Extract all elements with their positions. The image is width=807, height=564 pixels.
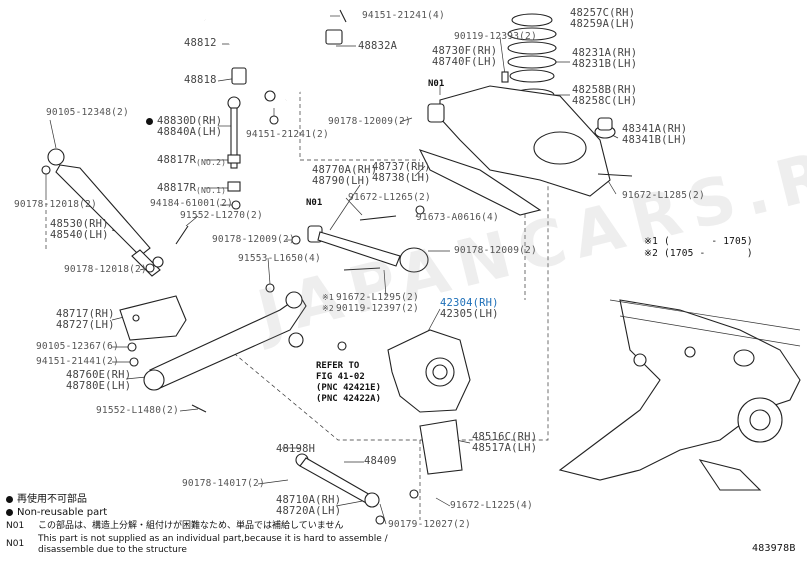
label-94151-21241-4: 94151-21241(4) bbox=[362, 10, 445, 21]
label-48780e: 48780E(LH) bbox=[66, 380, 132, 392]
date-note-2: ※2 (1705 - ) bbox=[644, 248, 753, 259]
legend-n01-jp: この部品は、構造上分解・組付けが困難なため、単品では補給していません bbox=[38, 521, 344, 531]
diagram-id: 483978B bbox=[752, 543, 796, 554]
legend-n01-en2: disassemble due to the structure bbox=[38, 545, 187, 555]
label-48817r-no1: 48817R bbox=[157, 182, 197, 194]
label-48818: 48818 bbox=[184, 74, 217, 86]
label-mark1: ※1 bbox=[322, 293, 334, 302]
label-91552-l1270: 91552-L1270(2) bbox=[180, 210, 263, 221]
label-90105-12348: 90105-12348(2) bbox=[46, 107, 129, 118]
legend-n01-code-en: N01 bbox=[6, 539, 25, 549]
label-48738: 48738(LH) bbox=[372, 172, 431, 184]
label-94151-21441: 94151-21441(2) bbox=[36, 356, 119, 367]
label-48259a: 48259A(LH) bbox=[570, 18, 636, 30]
label-48257c: 48257C(RH) bbox=[570, 7, 636, 19]
assembly-overview bbox=[558, 299, 801, 491]
label-48817r-no2-note: (NO.2) bbox=[196, 158, 227, 167]
label-48516c: 48516C(RH) bbox=[472, 431, 538, 443]
spring-carrier bbox=[419, 419, 463, 475]
stabilizer-bar bbox=[204, 18, 343, 102]
label-94151-21241-2: 94151-21241(2) bbox=[246, 129, 329, 140]
coil-spring bbox=[507, 13, 557, 102]
label-48840a: 48840A(LH) bbox=[157, 126, 223, 138]
label-mark2: ※2 bbox=[322, 304, 334, 313]
label-48717: 48717(RH) bbox=[56, 308, 115, 320]
label-90105-12367: 90105-12367(6) bbox=[36, 341, 119, 352]
trailing-arm-bracket bbox=[119, 295, 187, 341]
shock-absorber bbox=[47, 148, 164, 277]
refer-line3: (PNC 42421E) bbox=[316, 383, 382, 393]
label-48231a: 48231A(RH) bbox=[572, 47, 638, 59]
label-48817r-no2: 48817R bbox=[157, 154, 197, 166]
label-94184-61001: 94184-61001(2) bbox=[150, 198, 233, 209]
label-91672-l1295: 91672-L1295(2) bbox=[336, 292, 419, 303]
label-48727: 48727(LH) bbox=[56, 319, 115, 331]
label-48832a: 48832A bbox=[358, 40, 398, 52]
label-48740f: 48740F(LH) bbox=[432, 56, 498, 68]
legend-reusable-jp-text: 再使用不可部品 bbox=[17, 494, 87, 505]
label-90178-14017: 90178-14017(2) bbox=[182, 478, 265, 489]
legend-reusable-jp: 再使用不可部品 bbox=[6, 494, 87, 506]
label-48812: 48812 bbox=[184, 37, 217, 49]
refer-line2: FIG 41-02 bbox=[316, 372, 365, 382]
legend-nonreusable-en-text: Non-reusable part bbox=[17, 507, 108, 518]
label-48737: 48737(RH) bbox=[372, 161, 431, 173]
toe-control-arm bbox=[295, 453, 380, 508]
label-48409: 48409 bbox=[364, 455, 397, 467]
label-48830d: 48830D(RH) bbox=[146, 116, 222, 127]
bolts bbox=[41, 9, 633, 525]
label-48770a: 48770A(RH) bbox=[312, 164, 378, 176]
bump-stopper bbox=[594, 117, 616, 139]
rear-knuckle bbox=[387, 329, 471, 413]
label-48817r-no1-note: (NO.1) bbox=[196, 186, 227, 195]
label-91672-l1265: 91672-L1265(2) bbox=[348, 192, 431, 203]
legend-n01-en1: This part is not supplied as an individu… bbox=[38, 534, 388, 544]
refer-line1: REFER TO bbox=[316, 361, 360, 371]
label-91672-l1285: 91672-L1285(2) bbox=[622, 190, 705, 201]
label-90119-12397: 90119-12397(2) bbox=[336, 303, 419, 314]
stabilizer-link bbox=[227, 96, 241, 210]
bullet-icon bbox=[6, 495, 13, 503]
label-48341a: 48341A(RH) bbox=[622, 123, 688, 135]
trailing-arm bbox=[143, 291, 307, 391]
date-note-1: ※1 ( - 1705) bbox=[644, 236, 753, 247]
label-48730f: 48730F(RH) bbox=[432, 45, 498, 57]
label-48258c: 48258C(LH) bbox=[572, 95, 638, 107]
label-n01-top: N01 bbox=[428, 79, 445, 89]
label-90178-12009-c: 90178-12009(2) bbox=[454, 245, 537, 256]
label-48790: 48790(LH) bbox=[312, 175, 371, 187]
label-48530: 48530(RH) bbox=[50, 218, 109, 230]
label-48198h: 48198H bbox=[276, 443, 316, 455]
legend-n01-code-jp: N01 bbox=[6, 521, 25, 531]
label-48341b: 48341B(LH) bbox=[622, 134, 688, 146]
label-90119-12393: 90119-12393(2) bbox=[454, 31, 537, 42]
label-48720a: 48720A(LH) bbox=[276, 505, 342, 517]
label-48760e: 48760E(RH) bbox=[66, 369, 132, 381]
label-91673-a0616: 91673-A0616(4) bbox=[416, 212, 499, 223]
label-48540: 48540(LH) bbox=[50, 229, 109, 241]
label-90178-12009-b: 90178-12009(2) bbox=[212, 234, 295, 245]
label-n01-mid: N01 bbox=[306, 198, 323, 208]
upper-control-arm bbox=[307, 225, 429, 273]
legend-nonreusable-en: Non-reusable part bbox=[6, 507, 107, 519]
label-90178-12009-a: 90178-12009(2) bbox=[328, 116, 411, 127]
label-91672-l1225: 91672-L1225(4) bbox=[450, 500, 533, 511]
label-91552-l1480: 91552-L1480(2) bbox=[96, 405, 179, 416]
label-48258b: 48258B(RH) bbox=[572, 84, 638, 96]
bullet-icon bbox=[6, 508, 13, 516]
label-90178-12018-a: 90178-12018(2) bbox=[14, 199, 97, 210]
lower-arm-spring-seat bbox=[418, 85, 611, 216]
label-91553-l1650: 91553-L1650(4) bbox=[238, 253, 321, 264]
label-90179-12027: 90179-12027(2) bbox=[388, 519, 471, 530]
label-48517a: 48517A(LH) bbox=[472, 442, 538, 454]
label-48710a: 48710A(RH) bbox=[276, 494, 342, 506]
refer-line4: (PNC 42422A) bbox=[316, 394, 382, 404]
label-42304: 42304(RH) bbox=[440, 297, 499, 309]
label-48231b: 48231B(LH) bbox=[572, 58, 638, 70]
label-42305: 42305(LH) bbox=[440, 308, 499, 320]
label-90178-12018-b: 90178-12018(2) bbox=[64, 264, 147, 275]
